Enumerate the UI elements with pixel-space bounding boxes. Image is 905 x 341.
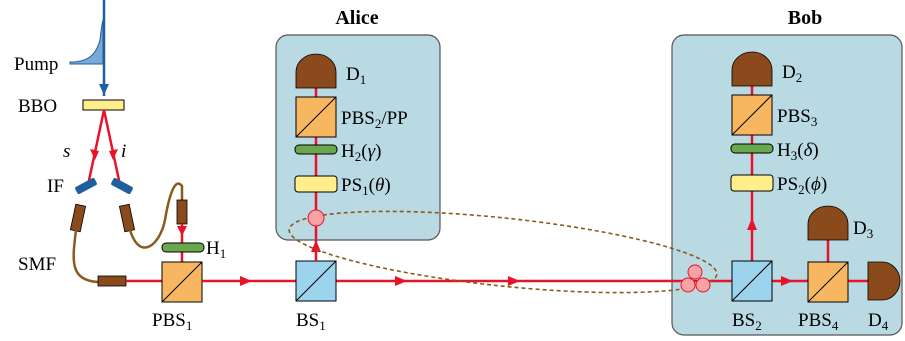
d4-detector <box>867 261 901 301</box>
arrow-top-pbs1 <box>177 226 187 236</box>
bbo-crystal <box>82 99 125 111</box>
d3-detector <box>807 205 849 241</box>
arrow-bob <box>747 218 757 230</box>
alice-title: Alice <box>335 7 378 29</box>
bs1-diagonal <box>295 260 337 302</box>
d2-label: D2 <box>782 62 802 85</box>
coupler-signal <box>69 203 87 233</box>
pbs4-label: PBS4 <box>798 310 839 333</box>
pump-pulse <box>69 19 104 65</box>
entanglement-ellipse <box>288 210 718 294</box>
bob-photon-3 <box>695 277 711 293</box>
bs2-diagonal <box>731 260 773 302</box>
ps1-label: PS1(θ) <box>341 175 391 198</box>
ps1-phase-shifter <box>294 175 338 193</box>
bob-photon-2 <box>680 277 696 293</box>
arrow-4 <box>781 276 793 286</box>
d4-label: D4 <box>868 310 889 333</box>
coupler-idler <box>118 203 136 233</box>
bob-box <box>671 34 903 336</box>
signal-arrow <box>90 149 99 160</box>
d1-label: D1 <box>346 64 366 87</box>
h2-waveplate <box>294 144 338 155</box>
pbs1-diagonal <box>161 261 203 303</box>
ps2-label: PS2(ϕ) <box>777 174 827 197</box>
alice-photon <box>307 209 325 227</box>
bs2-label: BS2 <box>732 310 762 333</box>
pbs1-label: PBS1 <box>152 310 192 333</box>
arrow-alice <box>311 240 321 252</box>
if-label: IF <box>47 176 64 197</box>
pbs3-label: PBS3 <box>777 106 817 129</box>
idler-beam <box>102 109 122 186</box>
coupler-input-2 <box>176 199 188 225</box>
if-filter-signal <box>75 178 97 194</box>
pbs3-diagonal <box>731 94 773 136</box>
bbo-label: BBO <box>18 96 57 117</box>
smf-label: SMF <box>18 254 56 275</box>
idler-arrow <box>109 149 118 160</box>
d3-label: D3 <box>853 218 873 241</box>
pump-arrow <box>99 84 109 95</box>
arrow-1 <box>240 276 252 286</box>
fiber-idler <box>128 182 184 249</box>
fiber-signal <box>72 229 99 284</box>
d1-detector <box>295 53 337 89</box>
coupler-input-1 <box>97 275 127 287</box>
idler-label: i <box>121 141 126 162</box>
h3-waveplate <box>730 143 774 154</box>
bs1-label: BS1 <box>296 310 326 333</box>
h2-label: H2(γ) <box>341 141 381 164</box>
signal-label: s <box>63 141 70 162</box>
h1-label: H1 <box>206 238 226 261</box>
h3-label: H3(δ) <box>777 140 819 163</box>
pbs4-diagonal <box>807 261 849 303</box>
if-filter-idler <box>111 178 133 194</box>
bob-photon-1 <box>687 264 703 280</box>
arrow-3 <box>508 276 520 286</box>
h1-waveplate <box>161 242 205 253</box>
bob-title: Bob <box>788 7 822 29</box>
pbs2-diagonal <box>295 96 337 138</box>
arrow-2 <box>395 276 407 286</box>
d2-detector <box>731 51 773 87</box>
ps2-phase-shifter <box>730 174 774 192</box>
pump-label: Pump <box>14 54 58 75</box>
signal-beam <box>86 109 106 186</box>
pbs2-label: PBS2/PP <box>341 108 408 131</box>
